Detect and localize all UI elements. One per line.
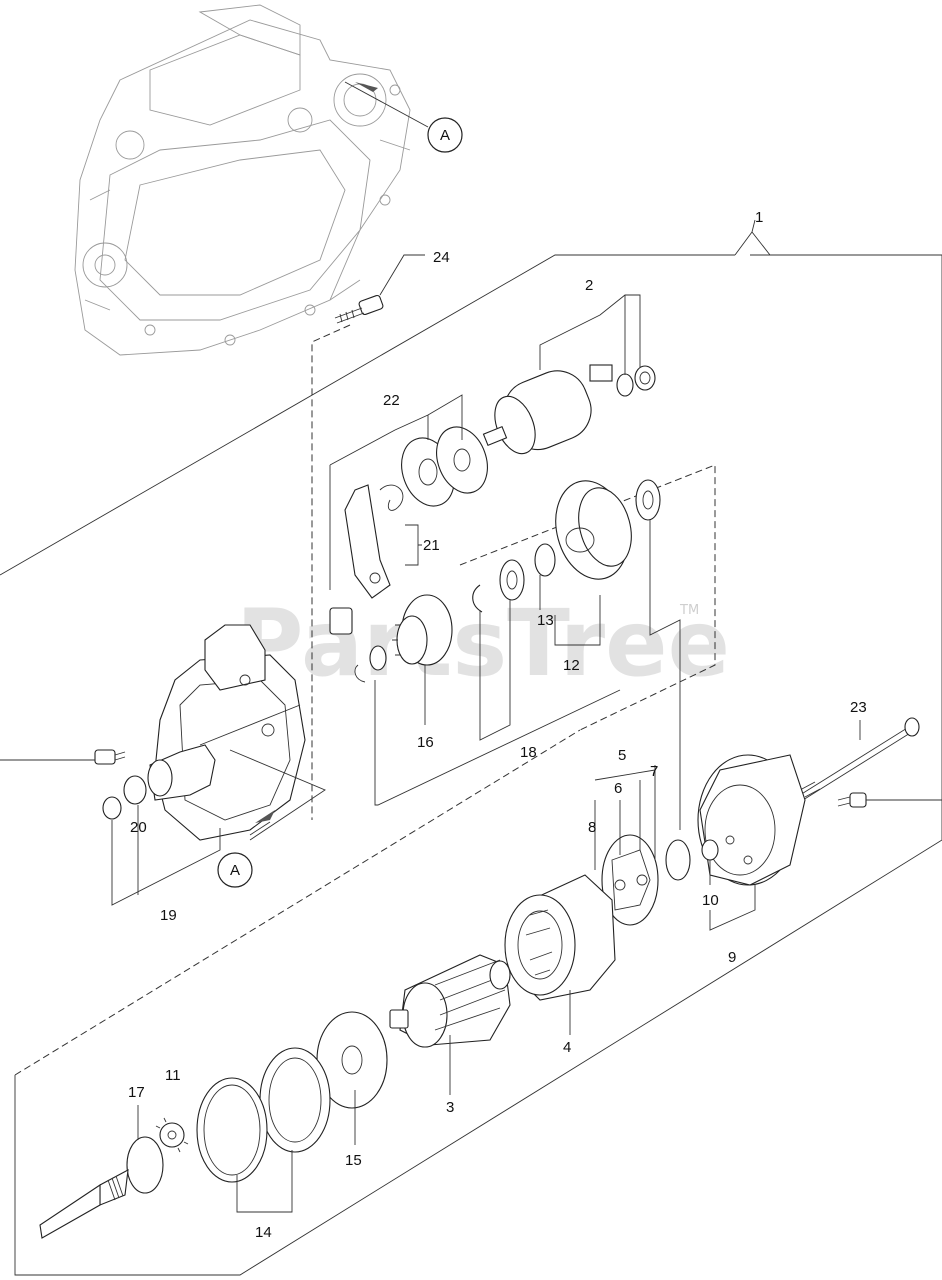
bolt-24 [311, 254, 425, 820]
brush-holder-5 [594, 765, 691, 926]
reference-a-top: A [344, 81, 463, 153]
through-bolt-23 [799, 717, 942, 808]
callout-15: 15 [345, 1152, 362, 1169]
callout-20: 20 [130, 819, 147, 836]
watermark-tm: TM [679, 603, 699, 618]
ring-gear-14 [196, 1047, 331, 1213]
callout-3: 3 [446, 1099, 454, 1116]
plates-22 [329, 394, 488, 590]
yoke-4 [504, 874, 616, 1035]
callout-7: 7 [650, 763, 658, 780]
callout-9: 9 [728, 949, 736, 966]
callout-1: 1 [755, 209, 763, 226]
callout-19: 19 [160, 907, 177, 924]
rear-cover-9 [697, 754, 806, 931]
planetary-gear-11 [155, 1117, 189, 1153]
watermark: PartsTree TM [236, 590, 730, 697]
arrow-icon [355, 82, 378, 92]
flywheel-housing-illustration [74, 4, 411, 356]
callout-22: 22 [383, 392, 400, 409]
callout-5: 5 [618, 747, 626, 764]
callout-21: 21 [423, 537, 440, 554]
callout-23: 23 [850, 699, 867, 716]
assembly-dash-line [14, 729, 581, 1076]
callout-18: 18 [520, 744, 537, 761]
bushing-13 [472, 543, 556, 613]
reference-a-top-label: A [440, 127, 450, 144]
watermark-text: PartsTree [236, 590, 730, 697]
callout-10: 10 [702, 892, 719, 909]
callout-17: 17 [128, 1084, 145, 1101]
callout-2: 2 [585, 277, 593, 294]
callout-8: 8 [588, 819, 596, 836]
reference-a-bottom: A [217, 810, 275, 888]
callout-13: 13 [537, 612, 554, 629]
callout-6: 6 [614, 780, 622, 797]
callout-labels: 1 2 3 4 5 6 7 8 9 10 11 12 13 14 15 16 1… [128, 209, 867, 1241]
plate-15 [316, 1011, 388, 1145]
callout-12: 12 [563, 657, 580, 674]
solenoid-2 [482, 294, 656, 455]
leader-1 [734, 219, 771, 256]
callout-11: 11 [165, 1067, 181, 1084]
callout-4: 4 [563, 1039, 571, 1056]
lever-21 [329, 484, 422, 635]
callout-14: 14 [255, 1224, 272, 1241]
reference-a-bottom-label: A [230, 862, 240, 879]
arrow-icon [255, 810, 275, 823]
callout-16: 16 [417, 734, 434, 751]
pinion-clutch-16 [354, 594, 621, 806]
housing-12 [554, 479, 681, 830]
front-housing-19 [0, 624, 326, 906]
shaft-17 [39, 1105, 164, 1239]
assembly-boundary [0, 254, 942, 1276]
callout-24: 24 [433, 249, 450, 266]
armature-3 [389, 954, 511, 1095]
